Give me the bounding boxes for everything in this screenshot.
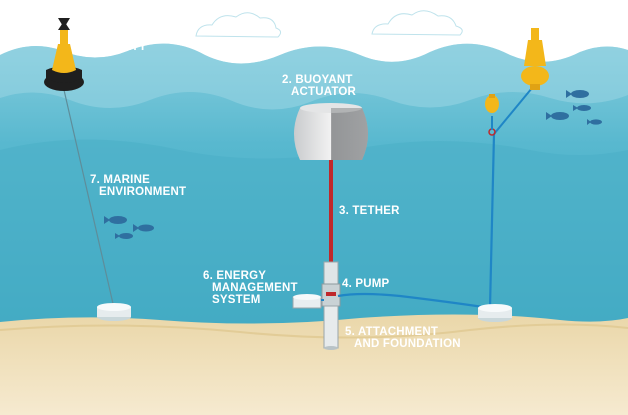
anchor-block-right	[478, 304, 512, 322]
cloud-right	[371, 10, 463, 36]
label-maritime-safety: 1. MARITIME SAFETY	[91, 29, 163, 53]
tether	[329, 160, 333, 262]
cloud-left	[195, 12, 282, 38]
label-attachment-foundation: 5. ATTACHMENT AND FOUNDATION	[345, 326, 461, 350]
label-data-telemetry: 8. DATA TELEMETRY	[532, 14, 613, 38]
foundation-pile	[323, 305, 339, 350]
label-pump: 4. PUMP	[342, 278, 390, 290]
seabed	[0, 314, 628, 415]
power-cable	[337, 133, 496, 310]
label-tether: 3. TETHER	[339, 205, 400, 217]
anchor-block-left	[97, 303, 131, 321]
sea-surface-band	[0, 43, 628, 110]
energy-management-box	[292, 294, 324, 309]
label-buoyant-actuator: 2. BUOYANT ACTUATOR	[282, 74, 357, 98]
fish-school-left	[104, 216, 154, 239]
buoyant-actuator	[294, 103, 368, 160]
data-telemetry-buoy	[485, 28, 549, 136]
maritime-safety-buoy	[44, 18, 115, 309]
fish-school-right	[546, 90, 602, 125]
label-marine-environment: 7. MARINE ENVIRONMENT	[90, 174, 187, 198]
sea-mid-band	[0, 139, 628, 330]
pump	[321, 261, 341, 307]
label-energy-management-system: 6. ENERGY MANAGEMENT SYSTEM	[203, 270, 298, 306]
